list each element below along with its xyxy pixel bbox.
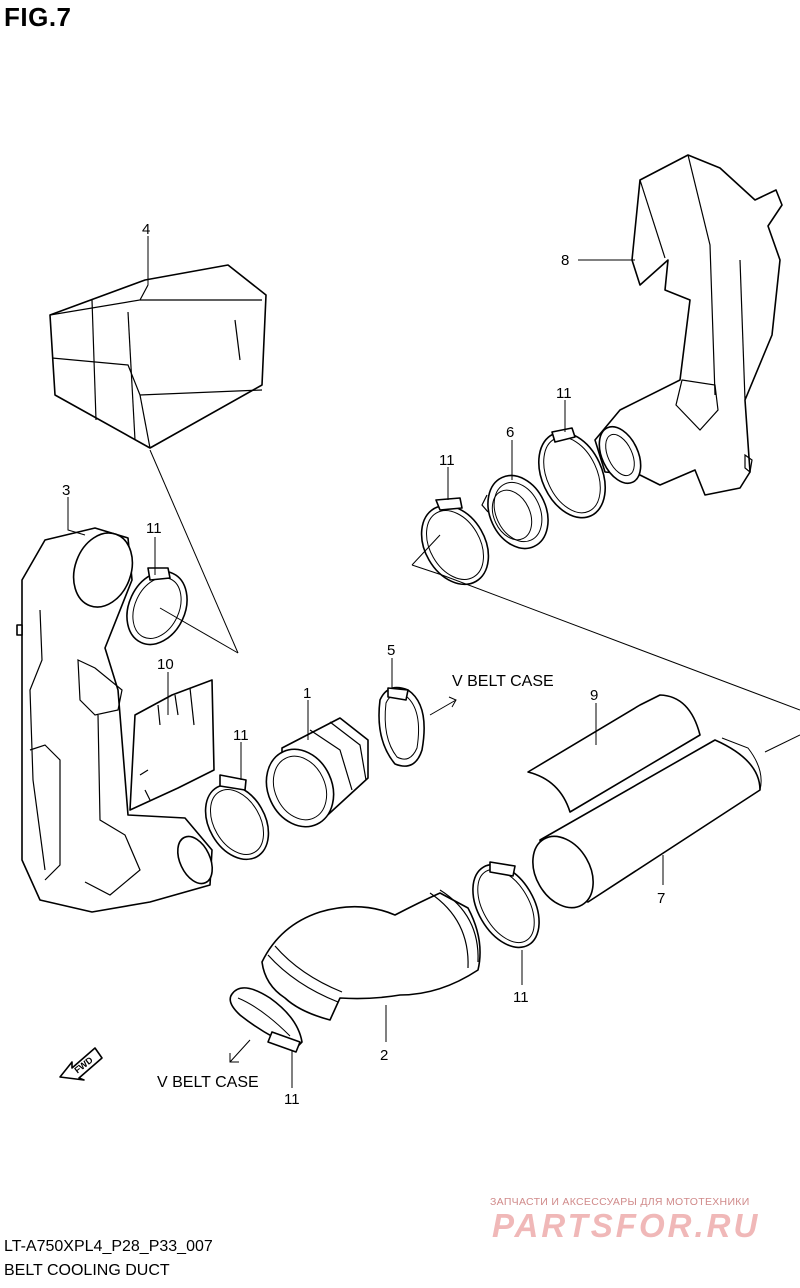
part-2-elbow-duct (261, 889, 481, 1021)
clamp-11-middle (204, 774, 270, 861)
diagram-description: BELT COOLING DUCT (4, 1262, 170, 1279)
leader-lines (67, 236, 800, 1088)
clamp-11-bottom (229, 987, 303, 1053)
part-7-long-tube (532, 737, 762, 909)
figure-title: FIG.7 (4, 2, 72, 32)
diagram-code: LT-A750XPL4_P28_P33_007 (4, 1238, 213, 1255)
callout-part-11-left: 11 (146, 520, 162, 537)
callout-part-11-upper-middle: 11 (439, 452, 455, 469)
v-belt-case-arrow-lower (229, 1039, 251, 1063)
callout-part-11-upper-right: 11 (556, 385, 572, 402)
part-6-sleeve (481, 474, 549, 550)
callout-part-11-bottom: 11 (284, 1091, 300, 1108)
part-4-cover (49, 264, 267, 449)
callout-part-10: 10 (157, 656, 174, 673)
v-belt-case-note-upper: V BELT CASE (452, 673, 554, 690)
watermark-tagline: ЗАПЧАСТИ И АКСЕССУАРЫ ДЛЯ МОТОТЕХНИКИ (490, 1196, 750, 1208)
watermark-logo: PARTSFOR.RU (492, 1207, 761, 1244)
callout-part-7: 7 (657, 890, 665, 907)
callout-part-11-lower-right: 11 (513, 989, 529, 1006)
callout-part-11-middle: 11 (233, 727, 249, 744)
callout-part-1: 1 (303, 685, 311, 702)
clamp-11-upper-middle (420, 497, 490, 586)
part-8-upper-duct (594, 154, 783, 496)
callout-part-5: 5 (387, 642, 395, 659)
part-9-half-shield (527, 694, 701, 813)
v-belt-case-arrow-upper (429, 696, 457, 716)
callout-part-9: 9 (590, 687, 598, 704)
callout-part-4: 4 (142, 221, 150, 238)
part-1-joint-sleeve (265, 717, 369, 828)
v-belt-case-note-lower: V BELT CASE (157, 1074, 259, 1091)
callout-part-3: 3 (62, 482, 70, 499)
callout-part-8: 8 (561, 252, 569, 269)
clamp-11-upper-right (538, 427, 606, 519)
part-3-duct-body (16, 527, 214, 913)
clamp-11-lower-right (472, 861, 540, 949)
callout-part-6: 6 (506, 424, 514, 441)
callout-part-2: 2 (380, 1047, 388, 1064)
fwd-direction-badge: FWD (59, 1047, 103, 1081)
part-10-plate (129, 679, 215, 811)
part-5-gasket (378, 686, 425, 767)
